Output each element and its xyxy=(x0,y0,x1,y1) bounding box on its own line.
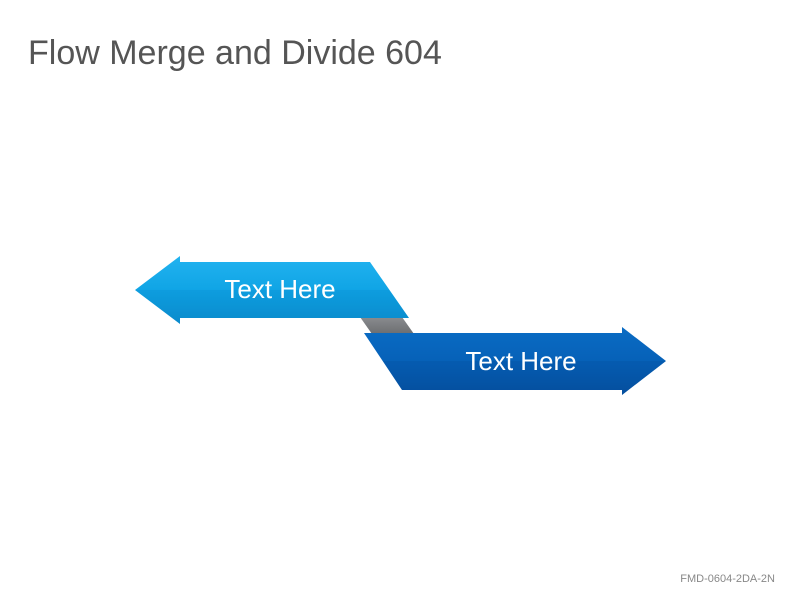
arrow-right-label[interactable]: Text Here xyxy=(465,346,576,376)
footer-code: FMD-0604-2DA-2N xyxy=(680,573,775,585)
arrow-right-body xyxy=(364,327,666,395)
arrow-left: Text Here xyxy=(135,256,409,324)
connector-strip xyxy=(360,317,414,334)
arrow-left-shade xyxy=(135,290,409,324)
arrow-left-body xyxy=(135,256,409,324)
arrow-right-shade xyxy=(383,361,666,395)
arrow-left-label[interactable]: Text Here xyxy=(224,274,335,304)
slide-title: Flow Merge and Divide 604 xyxy=(28,34,442,72)
arrow-right: Text Here xyxy=(364,327,666,395)
